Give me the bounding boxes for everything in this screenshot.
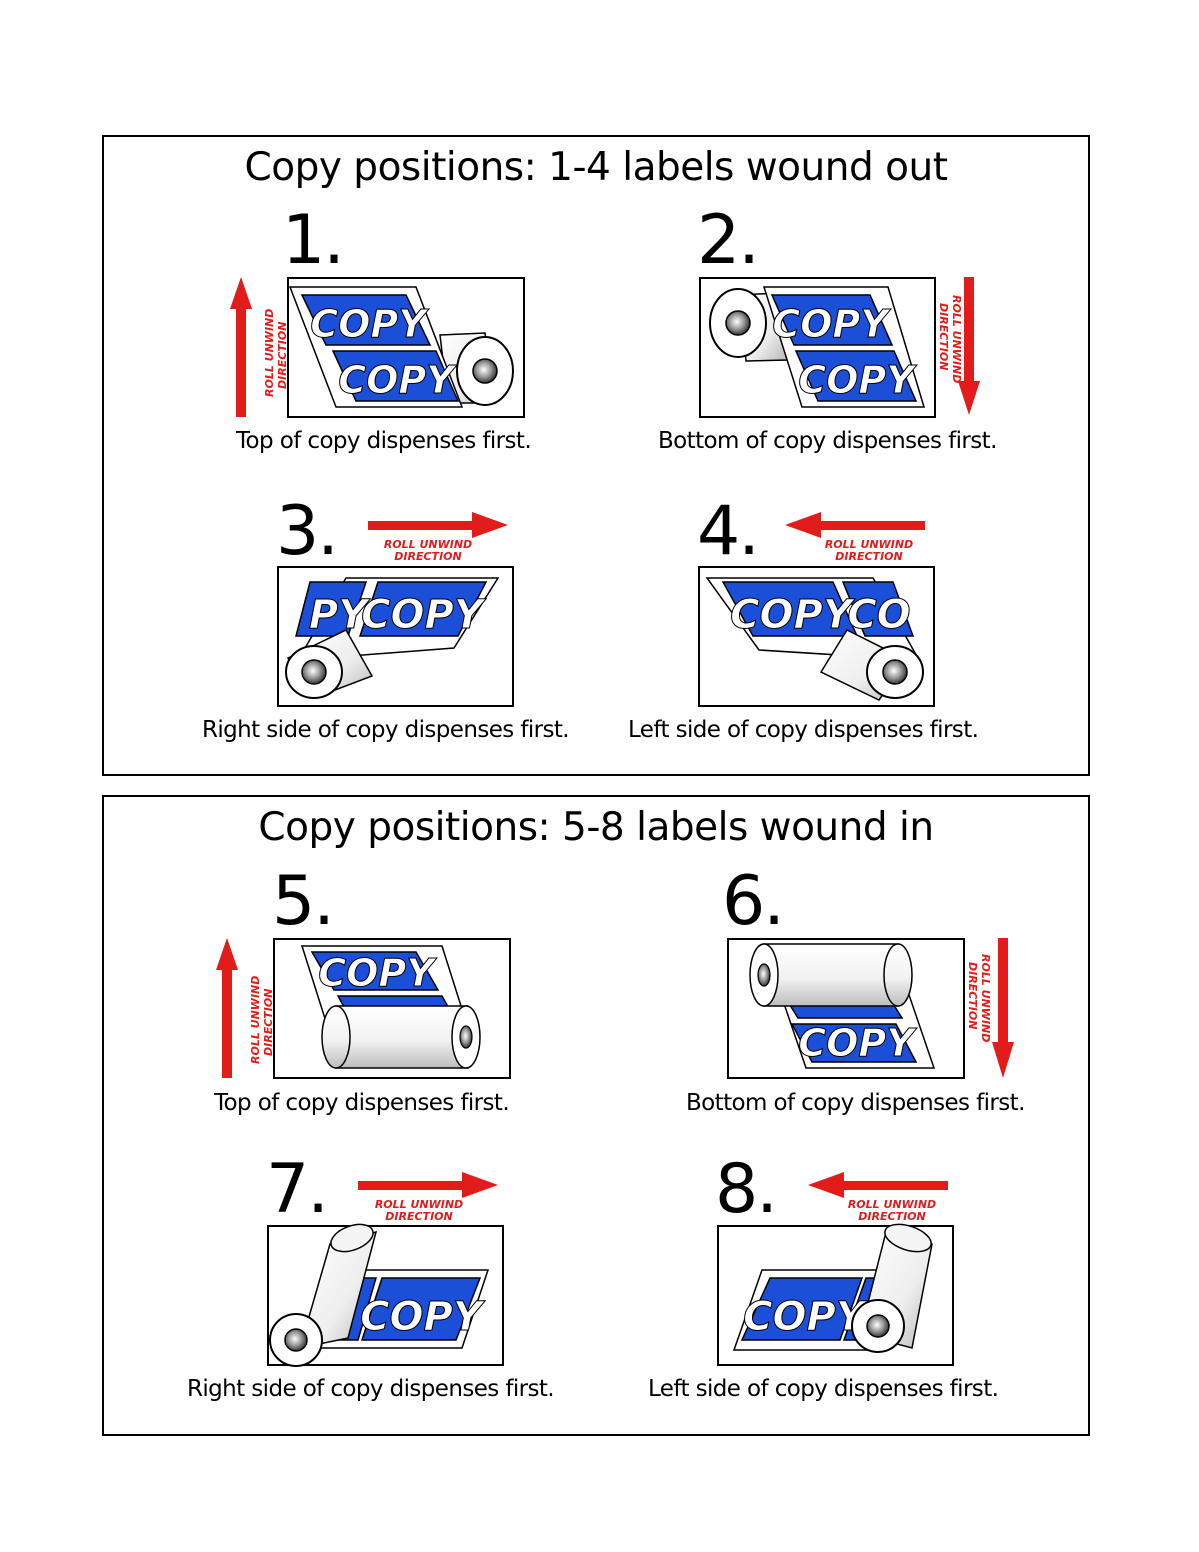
position-number-4: 4. bbox=[697, 492, 760, 571]
label-copy: COPY bbox=[730, 592, 856, 638]
position-caption-4: Left side of copy dispenses first. bbox=[628, 717, 979, 743]
label-copy: COPY bbox=[361, 592, 487, 638]
arrow-label-line2: DIRECTION bbox=[385, 1210, 452, 1223]
position-6-diagram: COPY ROLL UNWIND DIRECTION bbox=[727, 938, 1014, 1079]
unwind-arrow-up-icon bbox=[216, 938, 238, 1078]
unwind-arrow-right-icon bbox=[358, 1172, 498, 1198]
unwind-arrow-down-icon bbox=[992, 938, 1014, 1078]
label-copy: COPY bbox=[743, 1294, 869, 1340]
position-4-diagram: ROLL UNWIND DIRECTION COPY CO bbox=[698, 512, 935, 707]
arrow-label-line2: DIRECTION bbox=[835, 550, 902, 563]
position-caption-7: Right side of copy dispenses first. bbox=[187, 1376, 555, 1402]
position-number-6: 6. bbox=[722, 862, 785, 941]
position-caption-6: Bottom of copy dispenses first. bbox=[686, 1090, 1025, 1116]
unwind-arrow-right-icon bbox=[368, 512, 508, 538]
position-caption-1: Top of copy dispenses first. bbox=[236, 428, 532, 454]
arrow-label-line2: DIRECTION bbox=[262, 989, 275, 1056]
position-2-diagram: COPY COPY ROLL UNWIND DIRECTION bbox=[699, 277, 980, 418]
position-number-2: 2. bbox=[697, 201, 760, 280]
position-7-diagram: ROLL UNWIND DIRECTION COPY bbox=[267, 1172, 504, 1367]
arrow-label-line2: DIRECTION bbox=[937, 303, 950, 370]
arrow-label-line1: ROLL UNWIND bbox=[249, 976, 262, 1064]
arrow-label-line1: ROLL UNWIND bbox=[950, 295, 963, 383]
position-1-diagram: ROLL UNWIND DIRECTION COPY COPY bbox=[230, 277, 525, 418]
label-copy: COPY bbox=[798, 1021, 917, 1065]
label-copy: COPY bbox=[798, 358, 917, 402]
position-caption-2: Bottom of copy dispenses first. bbox=[658, 428, 997, 454]
arrow-label-line1: ROLL UNWIND bbox=[979, 954, 992, 1042]
panel-title: Copy positions: 5-8 labels wound in bbox=[258, 805, 934, 850]
unwind-arrow-left-icon bbox=[808, 1172, 948, 1198]
unwind-arrow-up-icon bbox=[230, 277, 252, 417]
position-number-3: 3. bbox=[276, 492, 339, 571]
panel-title: Copy positions: 1-4 labels wound out bbox=[244, 145, 948, 190]
label-copy: COPY bbox=[360, 1294, 486, 1340]
svg-text:PY: PY bbox=[309, 592, 371, 638]
arrow-label-line1: ROLL UNWIND bbox=[375, 1198, 463, 1211]
label-copy: COPY bbox=[338, 358, 457, 402]
arrow-label-line1: ROLL UNWIND bbox=[848, 1198, 936, 1211]
label-copy: COPY bbox=[310, 302, 429, 346]
svg-text:CO: CO bbox=[847, 592, 910, 638]
arrow-label-line2: DIRECTION bbox=[966, 962, 979, 1029]
position-3-diagram: ROLL UNWIND DIRECTION PY COPY bbox=[277, 512, 514, 707]
panel-wound-out: Copy positions: 1-4 labels wound out bbox=[102, 135, 1090, 776]
unwind-arrow-down-icon bbox=[958, 277, 980, 415]
label-copy: COPY bbox=[318, 951, 437, 995]
position-number-7: 7. bbox=[266, 1150, 329, 1229]
position-number-5: 5. bbox=[272, 862, 335, 941]
position-5-diagram: ROLL UNWIND DIRECTION COPY bbox=[216, 938, 511, 1079]
position-caption-3: Right side of copy dispenses first. bbox=[202, 717, 570, 743]
arrow-label-line1: ROLL UNWIND bbox=[825, 538, 913, 551]
label-copy: COPY bbox=[772, 302, 891, 346]
arrow-label-line1: ROLL UNWIND bbox=[263, 309, 276, 397]
arrow-label-line1: ROLL UNWIND bbox=[384, 538, 472, 551]
position-number-1: 1. bbox=[282, 201, 345, 280]
position-caption-8: Left side of copy dispenses first. bbox=[648, 1376, 999, 1402]
arrow-label-line2: DIRECTION bbox=[276, 322, 289, 389]
unwind-arrow-left-icon bbox=[785, 512, 925, 538]
position-8-diagram: ROLL UNWIND DIRECTION COPY bbox=[717, 1172, 954, 1366]
arrow-label-line2: DIRECTION bbox=[394, 550, 461, 563]
position-number-8: 8. bbox=[715, 1150, 778, 1229]
arrow-label-line2: DIRECTION bbox=[858, 1210, 925, 1223]
position-caption-5: Top of copy dispenses first. bbox=[214, 1090, 510, 1116]
